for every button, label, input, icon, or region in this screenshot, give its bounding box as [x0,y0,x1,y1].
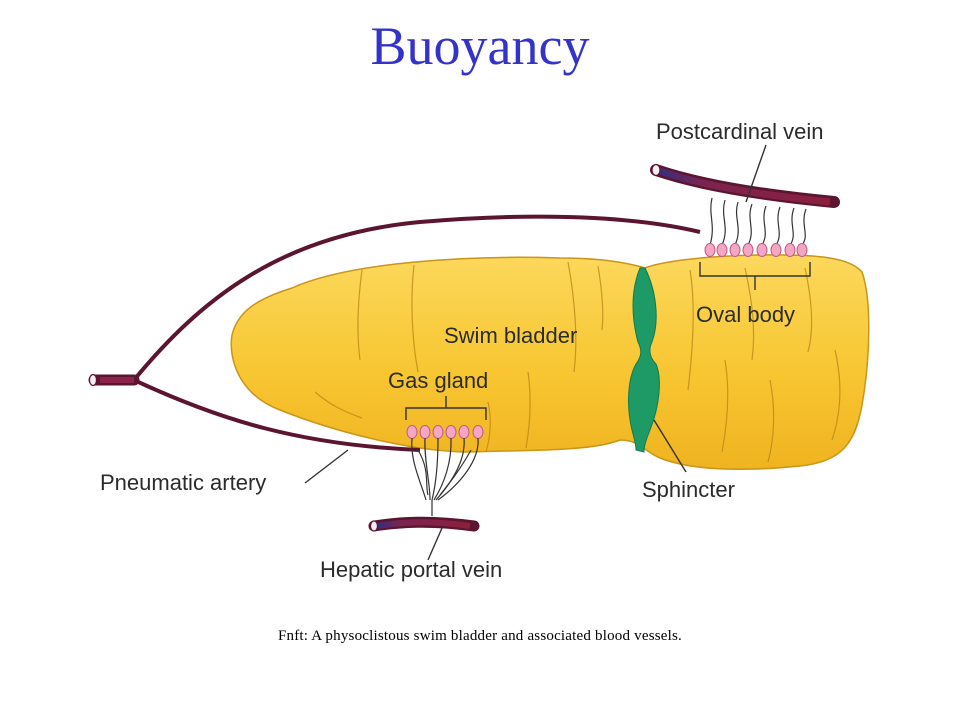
pneumatic-artery-vessel [132,214,701,452]
oval-body-label: Oval body [696,302,795,327]
oval-body-knobs [704,243,808,257]
bladder-wrinkles [314,261,841,463]
pneumatic-artery-stub [88,373,140,387]
gas-gland-capillaries [411,437,479,516]
oval-body-capillaries [709,197,807,246]
gas-gland-bracket [405,396,487,420]
slide-title: Buoyancy [370,16,590,76]
oval-body-bracket [699,262,811,290]
gas-gland-label: Gas gland [388,368,488,393]
leader-lines [304,144,767,561]
pneumatic-artery-label: Pneumatic artery [100,470,266,495]
swim-bladder [230,254,870,471]
postcardinal-vein-vessel [650,163,840,208]
hepatic-portal-vein-vessel [368,516,480,532]
sphincter-label: Sphincter [642,477,735,502]
sphincter-band [628,267,660,453]
swim-bladder-label: Swim bladder [444,323,577,348]
postcardinal-vein-label: Postcardinal vein [656,119,824,144]
hepatic-portal-vein-label: Hepatic portal vein [320,557,502,582]
figure-caption: Fnft: A physoclistous swim bladder and a… [277,628,682,644]
